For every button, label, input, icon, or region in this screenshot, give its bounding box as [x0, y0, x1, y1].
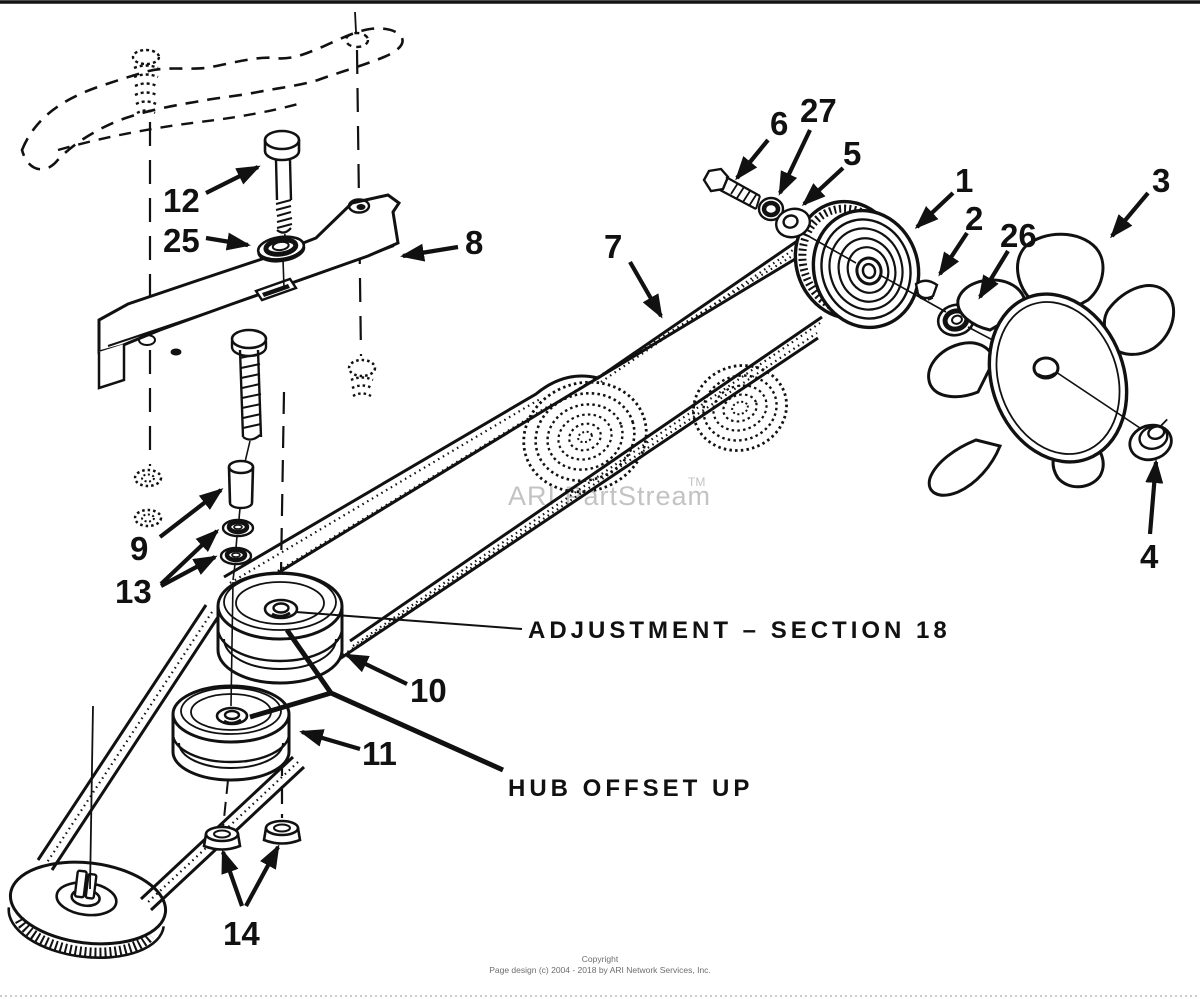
crank-key	[73, 869, 88, 899]
idler-pulley-10	[216, 571, 344, 685]
fan-blade	[927, 341, 996, 399]
callout-11: 11	[362, 735, 397, 772]
pivot-bolt	[230, 328, 268, 463]
callout-14: 14	[223, 915, 260, 952]
bracket-hole	[138, 334, 156, 346]
footer-credit: Page design (c) 2004 - 2018 by ARI Netwo…	[489, 965, 711, 975]
bracket-8	[97, 193, 402, 390]
lock-washer-27	[757, 196, 785, 222]
drive-belt-7	[223, 211, 846, 662]
phantom-bolt	[131, 48, 161, 115]
fan-3	[927, 232, 1176, 497]
callout-5: 5	[843, 135, 861, 172]
bolt-6	[702, 167, 761, 210]
callout-27: 27	[800, 92, 837, 129]
watermark: ARI PartStream TM	[508, 475, 711, 511]
callout-8: 8	[465, 224, 483, 261]
footer-copyright: Copyright	[582, 954, 619, 964]
crank-shaft-axis	[89, 705, 94, 890]
crankshaft-pulley	[7, 860, 168, 959]
frame-hole	[344, 31, 370, 49]
callout-arrows	[158, 129, 1164, 908]
bolt-12	[263, 129, 301, 241]
shaft-axis-right	[1055, 371, 1147, 433]
pointer-lines	[249, 611, 523, 773]
callout-4: 4	[1140, 538, 1159, 575]
fan-disc	[987, 292, 1129, 464]
washer-5	[774, 207, 812, 239]
watermark-tm: TM	[688, 475, 705, 489]
callout-6: 6	[770, 105, 788, 142]
nuts-14	[202, 819, 302, 851]
callout-1: 1	[955, 162, 973, 199]
callout-2: 2	[965, 200, 983, 237]
spacer-9	[227, 459, 255, 520]
callout-7: 7	[604, 228, 622, 265]
washers-13	[219, 518, 255, 707]
bracket-flange	[97, 344, 126, 390]
hub-offset-note: HUB OFFSET UP	[508, 775, 753, 802]
phantom-frame	[20, 11, 404, 171]
callout-26: 26	[1000, 217, 1037, 254]
callout-12: 12	[163, 182, 200, 219]
nut-4	[1128, 418, 1173, 462]
bracket-hole-small	[170, 348, 182, 356]
washer-25	[256, 235, 306, 263]
phantom-pulley-right	[692, 364, 788, 452]
callout-25: 25	[163, 222, 200, 259]
watermark-text: ARI PartStream	[508, 481, 711, 511]
shaft-axis-left	[802, 232, 857, 264]
callout-3: 3	[1152, 162, 1170, 199]
adjustment-note: ADJUSTMENT – SECTION 18	[528, 617, 951, 644]
phantom-pulley-left	[522, 380, 648, 494]
callout-9: 9	[130, 530, 148, 567]
engine-pulley-1	[793, 199, 921, 330]
callout-10: 10	[410, 672, 447, 709]
callout-labels: 1 2 3 4 5 6 7 8 9 10 11 12 13 14 25 26 2…	[115, 92, 1170, 952]
fan-blade	[927, 438, 1003, 497]
bolt-12-axis	[282, 258, 285, 289]
fan-hub-hole	[1032, 356, 1060, 380]
phantom-nuts	[133, 358, 377, 528]
callout-13: 13	[115, 573, 152, 610]
footer: Copyright Page design (c) 2004 - 2018 by…	[489, 954, 711, 975]
